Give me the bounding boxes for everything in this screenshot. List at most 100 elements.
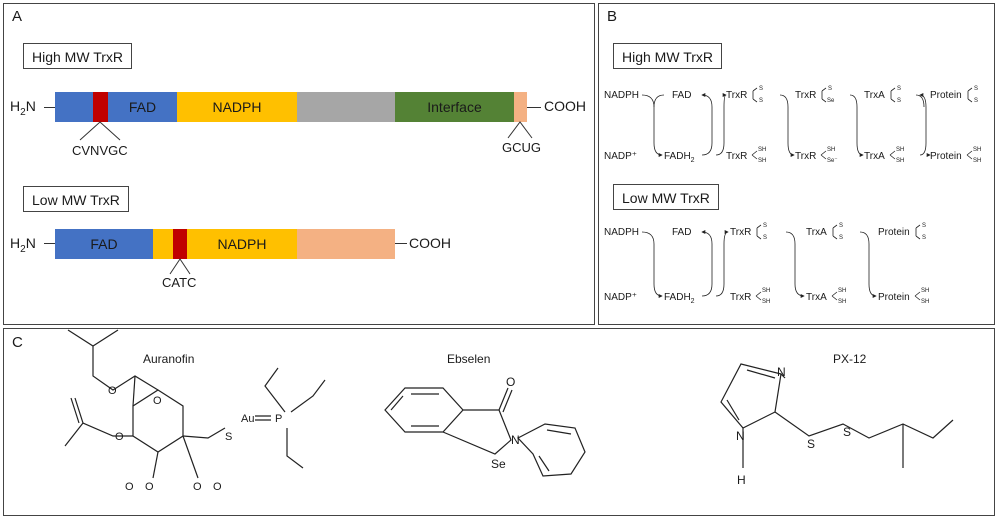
svg-text:N: N (777, 365, 786, 379)
chemical-structures: Auranofin O O O S Au P O O O O Ebselen O… (64, 329, 954, 493)
high-seg-interface: Interface (395, 92, 514, 122)
low-top-fad: FAD (672, 227, 691, 238)
svg-text:Se: Se (827, 98, 835, 104)
high-bot-trxa: TrxA (864, 151, 885, 162)
svg-text:Se: Se (491, 457, 506, 471)
high-top-nadph: NADPH (604, 90, 639, 101)
svg-text:SH: SH (758, 147, 766, 153)
panel-c (3, 328, 995, 516)
svg-text:S: S (225, 431, 232, 443)
svg-text:S: S (839, 223, 843, 229)
svg-text:SH: SH (921, 288, 929, 294)
high-top-fad: FAD (672, 90, 691, 101)
svg-text:S: S (922, 235, 926, 241)
high-bot-nadp: NADP⁺ (604, 151, 637, 162)
svg-text:SH: SH (838, 299, 846, 305)
px12-label: PX-12 (833, 352, 867, 366)
svg-text:S: S (763, 235, 767, 241)
svg-text:SH: SH (762, 288, 770, 294)
svg-text:N: N (736, 429, 745, 443)
high-motif-pointers (79, 121, 533, 141)
high-c-terminus: COOH (544, 98, 586, 114)
low-mw-title-b: Low MW TrxR (613, 184, 719, 210)
high-seg-fad-left (55, 92, 93, 122)
high-seg-motif (93, 92, 108, 122)
svg-text:SH: SH (973, 158, 981, 164)
low-top-protein: Protein (878, 227, 910, 238)
svg-text:SH: SH (827, 147, 835, 153)
low-bot-fadh: FADH2 (664, 292, 695, 305)
reaction-scheme: NADPH FAD TrxR TrxR TrxA Protein NADP⁺ F… (604, 86, 981, 305)
high-seg-fad: FAD (108, 92, 177, 122)
svg-text:S: S (897, 86, 901, 92)
low-mw-title-a: Low MW TrxR (23, 186, 129, 212)
ebselen-label: Ebselen (447, 352, 490, 366)
low-top-nadph: NADPH (604, 227, 639, 238)
high-bot-fadh: FADH2 (664, 151, 695, 164)
high-bot-protein: Protein (930, 151, 962, 162)
low-seg-fad: FAD (55, 229, 153, 259)
svg-text:O: O (125, 481, 134, 493)
svg-text:SH: SH (973, 147, 981, 153)
high-top-trxr2: TrxR (795, 90, 816, 101)
svg-text:SH: SH (896, 158, 904, 164)
low-c-terminus: COOH (409, 235, 451, 251)
low-seg-peach (297, 229, 395, 259)
svg-text:SH: SH (896, 147, 904, 153)
svg-text:O: O (145, 481, 154, 493)
high-top-protein: Protein (930, 90, 962, 101)
low-top-trxa: TrxA (806, 227, 827, 238)
panel-c-label: C (12, 334, 23, 351)
low-bot-trxa: TrxA (806, 292, 827, 303)
svg-text:S: S (807, 437, 815, 451)
svg-text:S: S (839, 235, 843, 241)
svg-text:S: S (763, 223, 767, 229)
svg-text:SH: SH (762, 299, 770, 305)
low-seg-nadph: NADPH (187, 229, 297, 259)
svg-text:O: O (115, 431, 124, 443)
high-bot-trxr1: TrxR (726, 151, 747, 162)
low-seg-motif (173, 229, 187, 259)
svg-text:P: P (275, 413, 282, 425)
svg-text:SH: SH (758, 158, 766, 164)
high-n-line (44, 107, 55, 108)
high-n-terminus: H2N (10, 98, 36, 118)
high-motif-cvnvgc: CVNVGC (72, 143, 128, 158)
svg-text:O: O (153, 395, 162, 407)
svg-text:S: S (828, 86, 832, 92)
svg-text:S: S (759, 98, 763, 104)
svg-text:S: S (843, 425, 851, 439)
svg-text:O: O (193, 481, 202, 493)
svg-text:SH: SH (838, 288, 846, 294)
high-top-trxr1: TrxR (726, 90, 747, 101)
svg-text:SH: SH (921, 299, 929, 305)
high-mw-title-a: High MW TrxR (23, 43, 132, 69)
svg-text:O: O (506, 375, 515, 389)
high-top-trxa: TrxA (864, 90, 885, 101)
svg-text:H: H (737, 473, 746, 487)
low-n-terminus: H2N (10, 235, 36, 255)
svg-text:S: S (974, 98, 978, 104)
low-bot-nadp: NADP⁺ (604, 292, 637, 303)
low-motif-pointer (169, 258, 191, 275)
low-seg-nadph-left (153, 229, 173, 259)
svg-text:Se⁻: Se⁻ (827, 158, 838, 164)
svg-text:N: N (511, 433, 520, 447)
svg-text:S: S (922, 223, 926, 229)
svg-text:Au: Au (241, 413, 254, 425)
high-c-line (527, 107, 541, 108)
svg-text:S: S (974, 86, 978, 92)
high-seg-nadph: NADPH (177, 92, 297, 122)
low-n-line (44, 243, 55, 244)
low-c-line (395, 243, 407, 244)
high-seg-peach (514, 92, 527, 122)
low-motif-catc: CATC (162, 275, 197, 290)
high-seg-gray (297, 92, 395, 122)
svg-text:S: S (897, 98, 901, 104)
high-bot-trxr2: TrxR (795, 151, 816, 162)
auranofin-label: Auranofin (143, 352, 194, 366)
svg-text:O: O (213, 481, 222, 493)
low-bot-protein: Protein (878, 292, 910, 303)
panel-a-label: A (12, 8, 23, 25)
low-top-trxr: TrxR (730, 227, 751, 238)
